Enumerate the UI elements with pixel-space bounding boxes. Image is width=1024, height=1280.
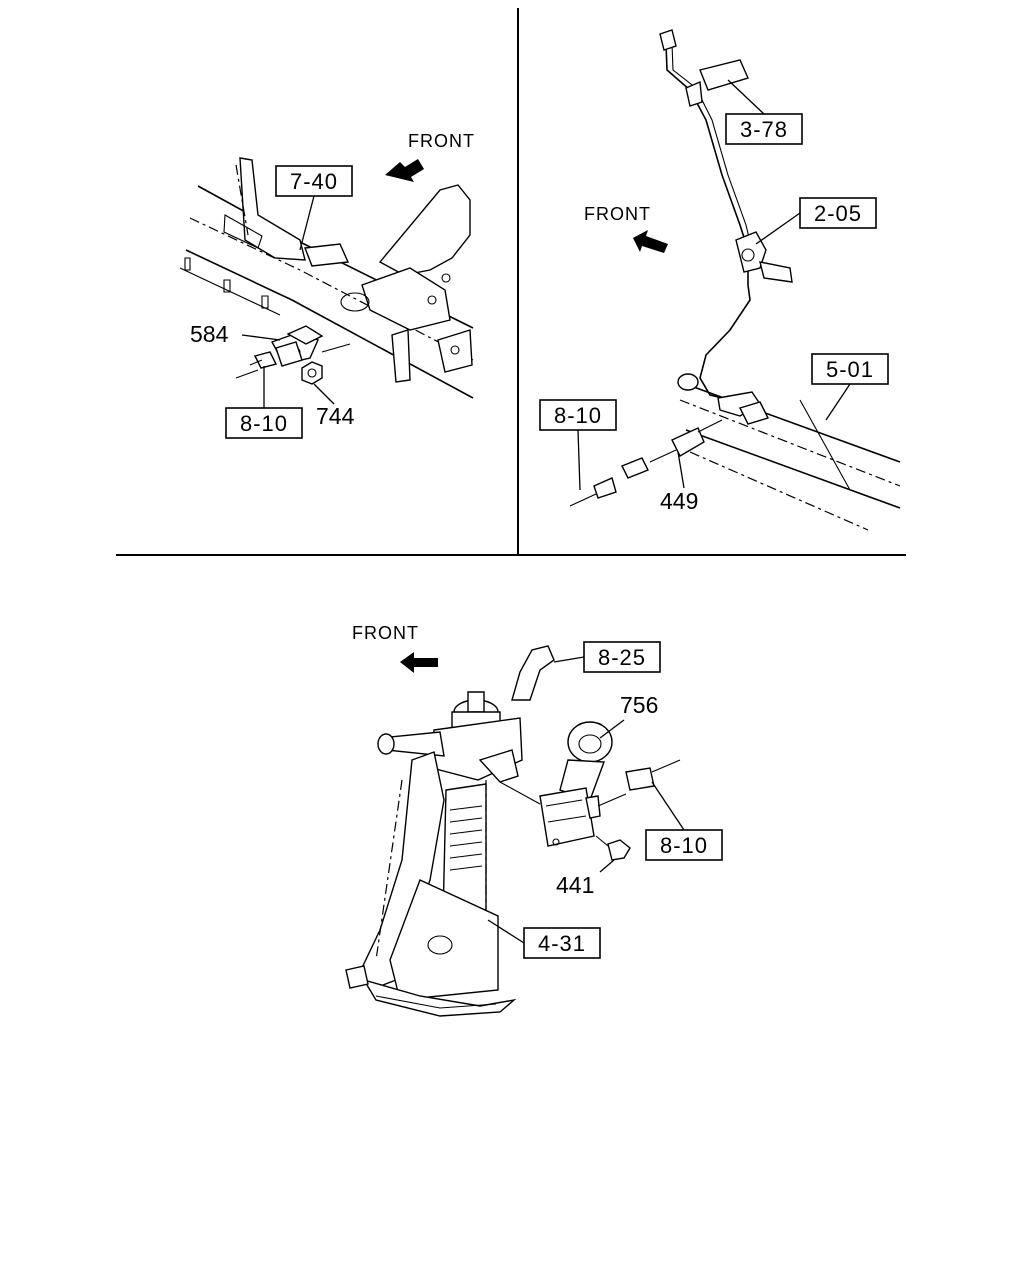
front-label: FRONT <box>408 131 475 151</box>
svg-text:8-25: 8-25 <box>598 645 646 670</box>
ref-box-8-10: 8-10 <box>539 399 617 431</box>
front-arrow-icon <box>385 159 424 182</box>
part-number-756: 756 <box>620 692 658 718</box>
part-number-441: 441 <box>556 872 594 898</box>
svg-text:4-31: 4-31 <box>538 931 586 956</box>
svg-text:7-40: 7-40 <box>290 169 338 194</box>
part-number-449: 449 <box>660 488 698 514</box>
front-arrow-icon <box>633 230 668 253</box>
svg-text:5-01: 5-01 <box>826 357 874 382</box>
ref-box-8-10: 8-10 <box>645 829 723 861</box>
front-label: FRONT <box>584 204 651 224</box>
front-label: FRONT <box>352 623 419 643</box>
svg-text:3-78: 3-78 <box>740 117 788 142</box>
ref-box-8-10: 8-10 <box>225 407 303 439</box>
panel-top-right: FRONT 3-78 <box>539 29 901 531</box>
part-number-744: 744 <box>316 403 355 429</box>
part-number-584: 584 <box>190 321 229 347</box>
ref-box-4-31: 4-31 <box>523 927 601 959</box>
panel-bottom: FRONT <box>345 623 723 1017</box>
svg-text:8-10: 8-10 <box>660 833 708 858</box>
svg-text:8-10: 8-10 <box>554 403 602 428</box>
ref-box-8-25: 8-25 <box>583 641 661 673</box>
panel-top-left: FRONT <box>179 131 475 439</box>
front-arrow-icon <box>400 652 438 673</box>
ref-box-2-05: 2-05 <box>799 197 877 229</box>
ref-box-3-78: 3-78 <box>725 113 803 145</box>
ref-box-5-01: 5-01 <box>811 353 889 385</box>
svg-text:8-10: 8-10 <box>240 411 288 436</box>
svg-text:2-05: 2-05 <box>814 201 862 226</box>
ref-box-7-40: 7-40 <box>275 165 353 197</box>
